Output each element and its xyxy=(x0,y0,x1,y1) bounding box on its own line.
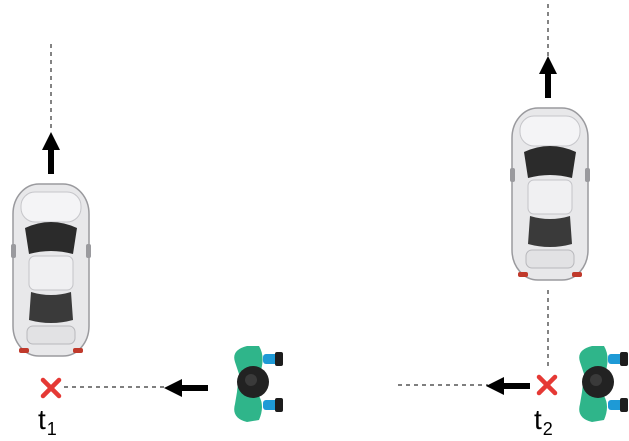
time-label-t1: t1 xyxy=(38,406,57,438)
x-mark-icon xyxy=(539,377,555,393)
time-label-subscript: 2 xyxy=(543,419,553,439)
time-label-subscript: 1 xyxy=(47,419,57,439)
car-top-view-icon xyxy=(510,108,590,280)
up-arrow-icon xyxy=(539,56,557,98)
car-top-view-icon xyxy=(11,184,91,356)
time-label-t2: t2 xyxy=(534,406,553,438)
pedestrian-top-view-icon xyxy=(579,346,628,422)
x-mark-icon xyxy=(43,380,59,396)
left-arrow-icon xyxy=(486,377,530,395)
time-label-base: t xyxy=(534,404,542,435)
pedestrian-top-view-icon xyxy=(234,346,283,422)
time-label-base: t xyxy=(38,404,46,435)
scene-t1 xyxy=(11,44,283,422)
scene-t2 xyxy=(398,4,628,422)
left-arrow-icon xyxy=(164,379,208,397)
up-arrow-icon xyxy=(42,132,60,174)
